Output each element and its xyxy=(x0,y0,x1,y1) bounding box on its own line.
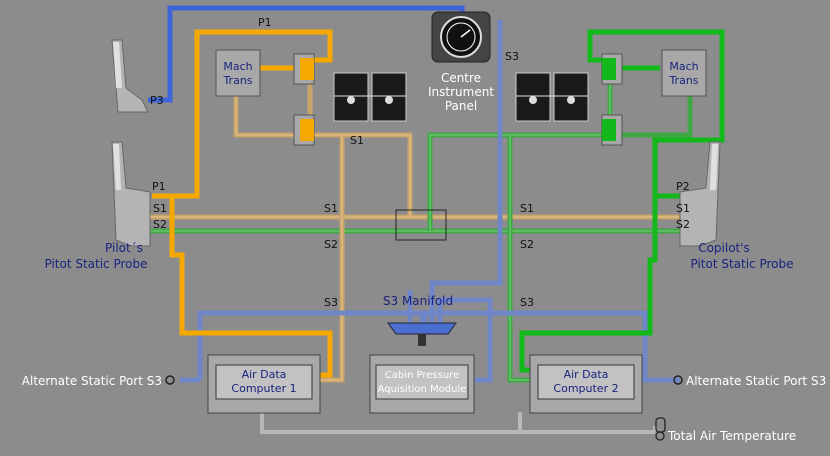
label-adc1-1: Air Data xyxy=(242,368,287,381)
label-s3-manifold: S3 Manifold xyxy=(383,294,453,308)
mach-trans-right-box xyxy=(661,49,707,97)
junction-box xyxy=(395,209,447,241)
adc1-inner xyxy=(215,364,313,400)
selector-panels xyxy=(333,72,589,122)
pitot-p1-to-adc1 xyxy=(158,193,333,378)
label-s3-center-left: S3 xyxy=(324,296,338,309)
pitot-p2-line xyxy=(587,29,725,199)
selector-valve-icon xyxy=(293,53,623,146)
instrument-gauge-icon xyxy=(431,11,491,63)
label-adc2-1: Air Data xyxy=(564,368,609,381)
label-mach-left-2: Trans xyxy=(222,74,252,87)
label-adc1-2: Computer 1 xyxy=(231,382,296,395)
pitot-probe-icon xyxy=(111,141,151,247)
label-p1-left: P1 xyxy=(152,180,166,193)
label-s2-right: S2 xyxy=(676,218,690,231)
label-pilot-1: Pilot´s xyxy=(105,241,143,255)
label-adc2-2: Computer 2 xyxy=(553,382,618,395)
label-total-air-temp: Total Air Temperature xyxy=(667,429,796,443)
label-s1-center-right: S1 xyxy=(520,202,534,215)
label-cabin-1: Cabin Pressure xyxy=(385,370,459,381)
label-s1-mid: S1 xyxy=(350,134,364,147)
pitot-p1-line xyxy=(152,29,333,199)
label-panel: Panel xyxy=(445,99,477,113)
pitot-probe-icon xyxy=(679,141,721,247)
label-copilot-1: Copilot's xyxy=(698,241,750,255)
s3-manifold xyxy=(387,322,457,346)
pitot-probe-icon xyxy=(111,39,149,113)
label-mach-right-1: Mach xyxy=(669,60,698,73)
label-cabin-2: Aquisition Module xyxy=(378,384,467,395)
label-mach-left-1: Mach xyxy=(223,60,252,73)
label-s2-center-right: S2 xyxy=(520,238,534,251)
adc2-inner xyxy=(537,364,635,400)
label-s1-right: S1 xyxy=(676,202,690,215)
label-alt-static-right: Alternate Static Port S3 xyxy=(686,374,826,388)
label-copilot-2: Pitot Static Probe xyxy=(690,257,793,271)
label-s2-left: S2 xyxy=(153,218,167,231)
label-s1-center-left: S1 xyxy=(324,202,338,215)
temperature-probe-icon xyxy=(655,417,666,441)
label-instrument: Instrument xyxy=(428,85,494,99)
label-pilot-2: Pitot Static Probe xyxy=(44,257,147,271)
label-s3-center-right: S3 xyxy=(520,296,534,309)
label-p1-top: P1 xyxy=(258,16,272,29)
label-p3: P3 xyxy=(150,94,164,107)
label-alt-static-left: Alternate Static Port S3 xyxy=(22,374,162,388)
temp-line xyxy=(260,412,657,434)
label-centre: Centre xyxy=(441,71,481,85)
alt-port-right-icon xyxy=(673,375,683,385)
label-s2-center-left: S2 xyxy=(324,238,338,251)
static-s3-lines xyxy=(180,20,680,383)
label-mach-right-2: Trans xyxy=(668,74,698,87)
pitot-p2-to-adc2 xyxy=(519,196,658,373)
mach-trans-left-box xyxy=(215,49,261,97)
alt-port-left-icon xyxy=(165,375,175,385)
label-s3-top: S3 xyxy=(505,50,519,63)
label-s1-left: S1 xyxy=(153,202,167,215)
cabin-module-inner xyxy=(375,364,469,400)
label-p2-right: P2 xyxy=(676,180,690,193)
